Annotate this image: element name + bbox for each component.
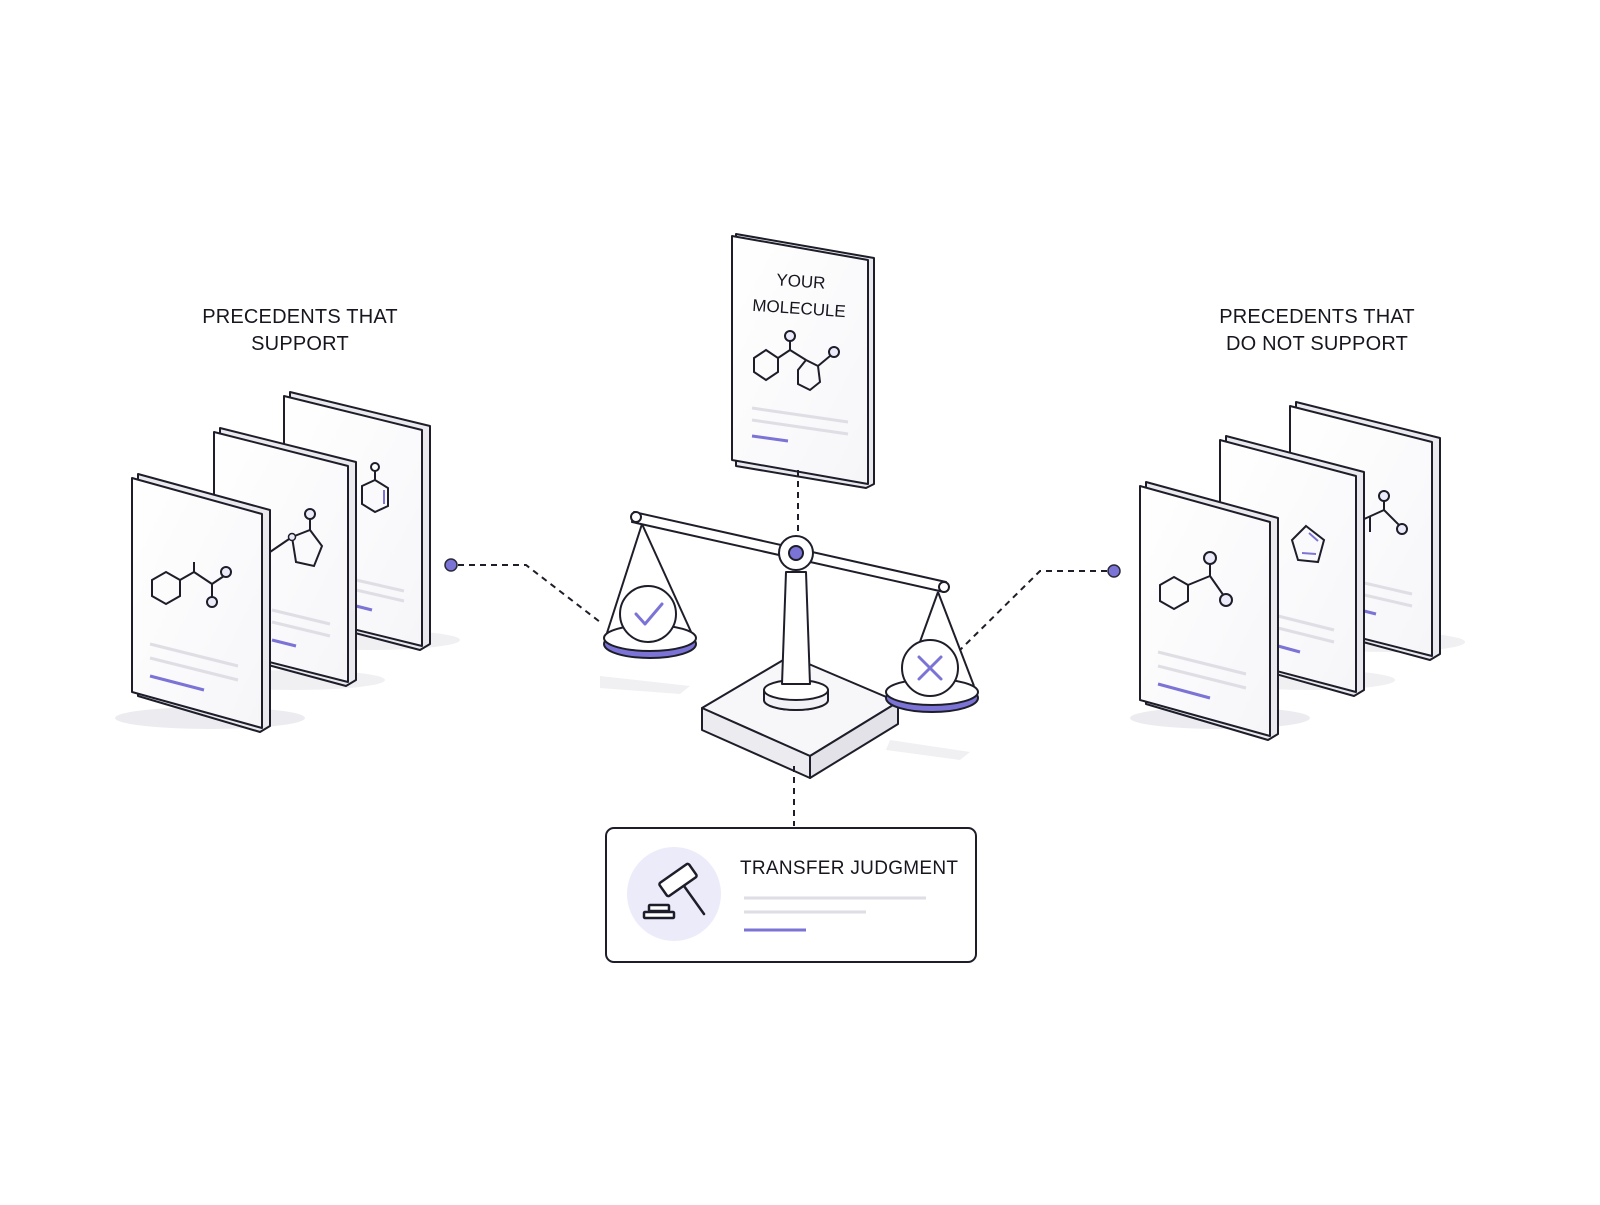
check-icon — [634, 602, 664, 626]
non-support-heading: PRECEDENTS THAT DO NOT SUPPORT — [1182, 304, 1452, 358]
gavel-icon — [642, 862, 706, 920]
support-connector — [444, 558, 601, 623]
non-support-heading-line-1: PRECEDENTS THAT — [1219, 306, 1415, 328]
non-support-card-stack — [1130, 401, 1465, 741]
support-heading-line-1: PRECEDENTS THAT — [202, 306, 398, 328]
balance-scale-icon — [600, 511, 979, 779]
non-support-heading-line-2: DO NOT SUPPORT — [1225, 333, 1409, 355]
support-heading-line-2: SUPPORT — [251, 333, 349, 355]
molecule-cyclopentadiene-icon — [1290, 524, 1326, 564]
molecule-structure-icon — [753, 340, 831, 392]
molecule-branched-icon — [1361, 500, 1401, 532]
molecule-card-title: YOUR MOLECULE — [736, 264, 863, 327]
support-card-stack — [115, 391, 460, 733]
x-icon — [917, 655, 943, 681]
judgment-title: TRANSFER JUDGMENT — [740, 858, 959, 879]
non-support-connector — [959, 564, 1121, 651]
non-support-card-front — [1139, 481, 1279, 741]
molecule-cyclohexane-icon — [151, 562, 225, 606]
support-heading: PRECEDENTS THAT SUPPORT — [180, 304, 420, 358]
judgment-card — [605, 827, 977, 963]
support-card-front — [131, 473, 271, 733]
molecule-card — [731, 233, 875, 489]
reject-pan — [885, 591, 979, 713]
support-pan — [603, 523, 697, 659]
